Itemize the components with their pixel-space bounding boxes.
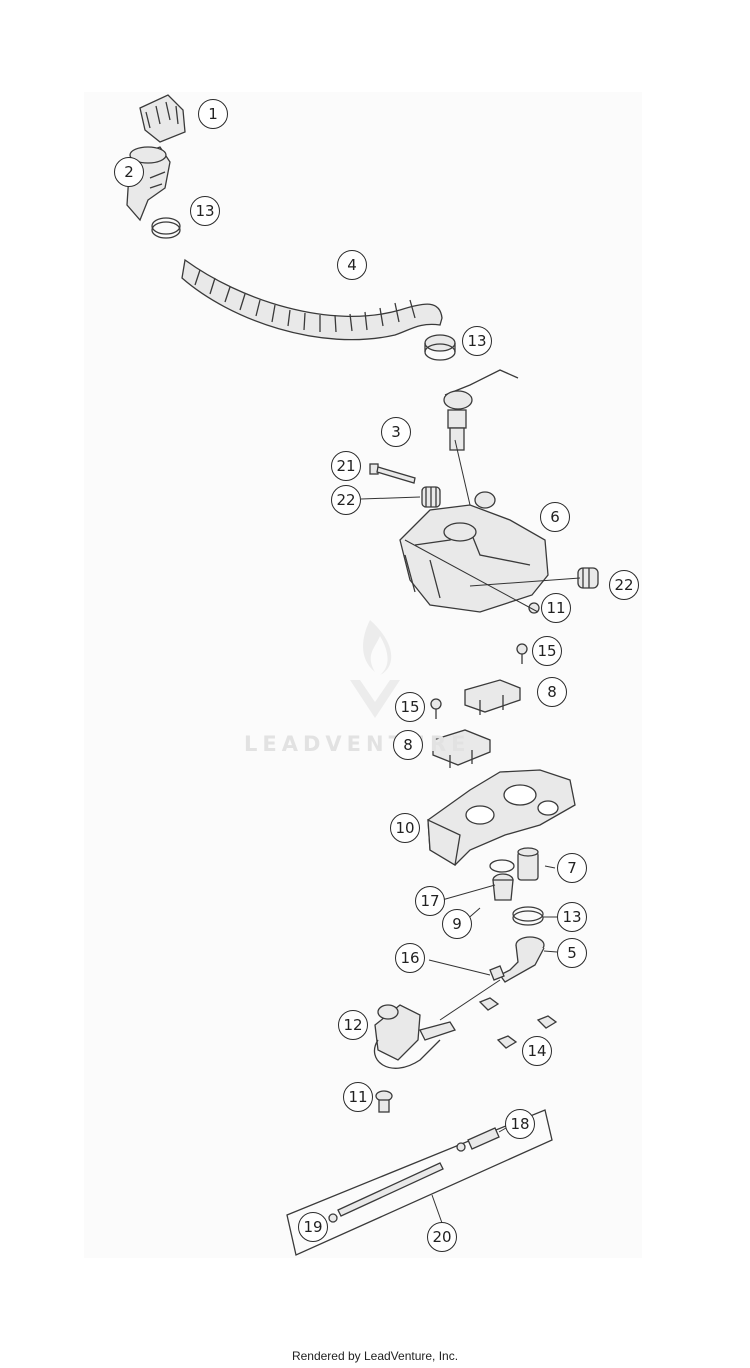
callout-7: 7 xyxy=(557,853,587,883)
hose-clamp-part xyxy=(151,217,181,239)
callout-17: 17 xyxy=(415,886,445,916)
fuel-tank-part xyxy=(399,491,549,613)
hose-adapter-part xyxy=(499,936,545,983)
callout-11: 11 xyxy=(343,1082,373,1112)
callout-9: 9 xyxy=(442,909,472,939)
callout-11: 11 xyxy=(541,593,571,623)
screw-part xyxy=(375,1090,393,1113)
hose-clamp-part xyxy=(424,334,456,361)
callout-2: 2 xyxy=(114,157,144,187)
corrugated-hose-part xyxy=(181,258,443,341)
callout-10: 10 xyxy=(390,813,420,843)
callout-4: 4 xyxy=(337,250,367,280)
pressure-sensor-part xyxy=(464,679,521,715)
callout-18: 18 xyxy=(505,1109,535,1139)
callout-8: 8 xyxy=(393,730,423,760)
watermark-text: LEADVENTURE xyxy=(244,732,471,756)
pressure-sensor-part xyxy=(432,729,491,768)
footer-credit: Rendered by LeadVenture, Inc. xyxy=(291,1349,459,1363)
screw-part xyxy=(528,602,540,614)
filler-cap-part xyxy=(139,94,186,143)
callout-15: 15 xyxy=(532,636,562,666)
callout-15: 15 xyxy=(395,692,425,722)
callout-21: 21 xyxy=(331,451,361,481)
callout-8: 8 xyxy=(537,677,567,707)
grommet-part xyxy=(577,567,599,589)
vent-valve-part xyxy=(443,369,519,451)
screw-part xyxy=(516,643,528,664)
leadventure-logo-watermark xyxy=(350,620,400,718)
bolt-part xyxy=(369,463,416,484)
filter-cup-part xyxy=(492,873,514,901)
callout-3: 3 xyxy=(381,417,411,447)
diagram-panel xyxy=(84,92,642,1258)
callout-16: 16 xyxy=(395,943,425,973)
mounting-plate-part xyxy=(427,769,576,867)
callout-5: 5 xyxy=(557,938,587,968)
callout-22: 22 xyxy=(609,570,639,600)
screw-part xyxy=(430,698,442,719)
callout-12: 12 xyxy=(338,1010,368,1040)
hose-clip-part xyxy=(489,965,505,981)
fuel-filter-part xyxy=(517,847,539,881)
callout-14: 14 xyxy=(522,1036,552,1066)
callout-13: 13 xyxy=(190,196,220,226)
grommet-part xyxy=(421,486,441,508)
o-ring-part xyxy=(489,859,515,873)
fuel-pump-part xyxy=(373,1004,456,1069)
callout-22: 22 xyxy=(331,485,361,515)
fuel-line-part xyxy=(337,1162,444,1217)
hose-connector-part xyxy=(456,1127,500,1152)
callout-6: 6 xyxy=(540,502,570,532)
callout-20: 20 xyxy=(427,1222,457,1252)
callout-19: 19 xyxy=(298,1212,328,1242)
callout-13: 13 xyxy=(462,326,492,356)
callout-1: 1 xyxy=(198,99,228,129)
fitting-part xyxy=(328,1213,338,1223)
hose-clamp-part xyxy=(512,906,544,926)
callout-13: 13 xyxy=(557,902,587,932)
nut-part xyxy=(478,997,558,1049)
